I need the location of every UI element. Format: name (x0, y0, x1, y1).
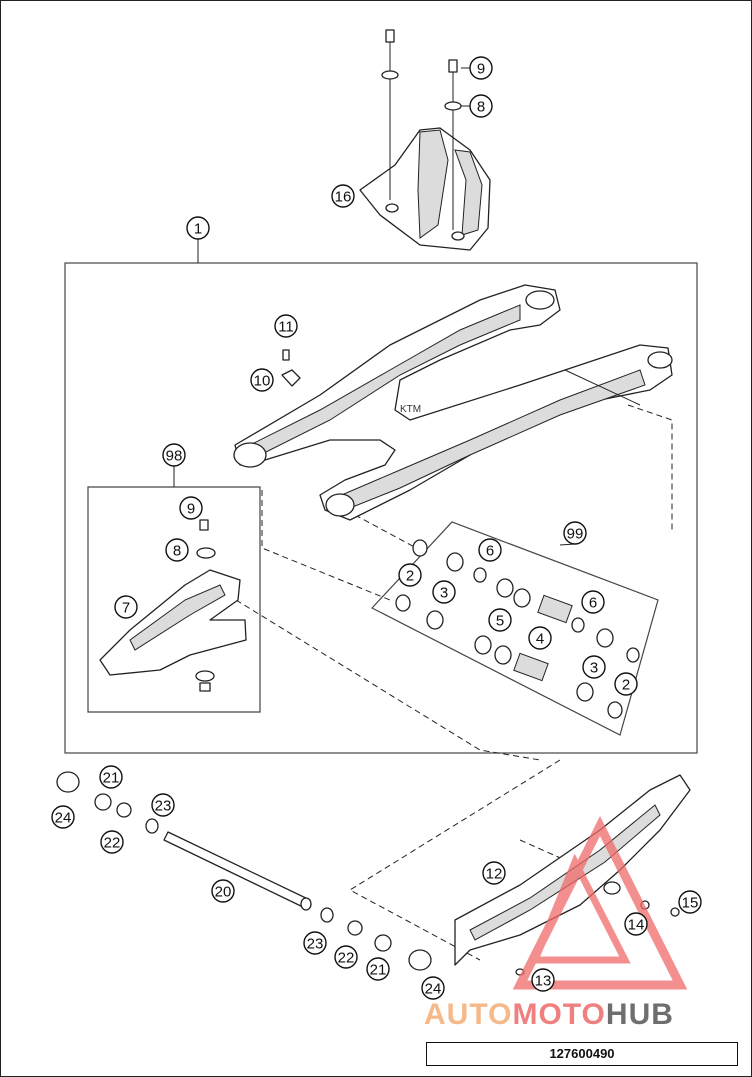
callout-22: 22 (334, 945, 358, 969)
callout-24: 24 (51, 805, 75, 829)
callout-label: 13 (535, 973, 552, 990)
callout-5: 5 (488, 608, 512, 632)
callout-label: 14 (628, 917, 645, 934)
callout-label: 22 (104, 835, 121, 852)
callout-16: 16 (331, 184, 355, 208)
callout-label: 9 (187, 501, 195, 518)
bearing-kit-parts (395, 539, 640, 719)
brake-line-clip (281, 349, 301, 387)
callout-label: 7 (122, 600, 130, 617)
callout-label: 24 (425, 981, 442, 998)
callout-3: 3 (582, 655, 606, 679)
callout-label: 20 (215, 884, 232, 901)
chain-guide-kit-box (87, 486, 261, 713)
callout-label: 6 (589, 595, 597, 612)
callout-23: 23 (303, 931, 327, 955)
callout-label: 9 (477, 61, 485, 78)
callout-label: 3 (590, 660, 598, 677)
rear-mudguard (359, 127, 491, 251)
callout-2: 2 (398, 563, 422, 587)
watermark-text: AUTOMOTOHUB (424, 998, 674, 1031)
callout-99: 99 (563, 521, 587, 545)
callout-10: 10 (250, 368, 274, 392)
callout-label: 23 (155, 798, 172, 815)
callout-13: 13 (531, 968, 555, 992)
callout-98: 98 (162, 443, 186, 467)
callout-label: 22 (338, 950, 355, 967)
callout-23: 23 (151, 793, 175, 817)
callout-label: 12 (486, 866, 503, 883)
callout-20: 20 (211, 879, 235, 903)
callout-21: 21 (99, 765, 123, 789)
callout-label: 99 (567, 526, 584, 543)
callout-label: 23 (307, 936, 324, 953)
callout-22: 22 (100, 830, 124, 854)
chain-guide (99, 519, 247, 692)
svg-text:KTM: KTM (400, 404, 421, 415)
callout-label: 21 (370, 962, 387, 979)
left-pivot-parts (56, 771, 159, 834)
callout-15: 15 (678, 890, 702, 914)
callout-21: 21 (366, 957, 390, 981)
callout-label: 8 (173, 543, 181, 560)
callout-14: 14 (624, 912, 648, 936)
mudguard-bolt-right (444, 59, 462, 230)
callout-label: 3 (440, 585, 448, 602)
callout-label: 16 (335, 189, 352, 206)
callout-9: 9 (469, 56, 493, 80)
callout-8: 8 (165, 538, 189, 562)
callout-label: 15 (682, 895, 699, 912)
callout-4: 4 (528, 626, 552, 650)
right-pivot-parts (320, 907, 432, 971)
callout-label: 21 (103, 770, 120, 787)
callout-3: 3 (432, 580, 456, 604)
swingarm-assembly-box (64, 262, 698, 754)
callout-6: 6 (581, 590, 605, 614)
mudguard-bolt-left (381, 29, 399, 200)
callout-8: 8 (469, 94, 493, 118)
callout-label: 6 (486, 543, 494, 560)
callout-7: 7 (114, 595, 138, 619)
callout-2: 2 (614, 672, 638, 696)
reference-number: 127600490 (426, 1042, 738, 1066)
callout-12: 12 (482, 861, 506, 885)
callout-label: 2 (406, 568, 414, 585)
callout-9: 9 (179, 496, 203, 520)
callout-label: 11 (278, 319, 294, 336)
callout-label: 4 (536, 631, 544, 648)
callout-11: 11 (274, 314, 298, 338)
callout-label: 2 (622, 677, 630, 694)
callout-label: 1 (194, 221, 202, 238)
callout-6: 6 (478, 538, 502, 562)
callout-label: 24 (55, 810, 72, 827)
swingarm-pivot-axle (163, 831, 312, 911)
swingarm: KTM (233, 284, 673, 521)
callout-label: 98 (166, 448, 183, 465)
automotohub-watermark (512, 815, 688, 990)
callout-label: 5 (496, 613, 504, 630)
callout-24: 24 (421, 976, 445, 1000)
callout-1: 1 (186, 216, 210, 240)
callout-label: 8 (477, 99, 485, 116)
callout-label: 10 (254, 373, 271, 390)
